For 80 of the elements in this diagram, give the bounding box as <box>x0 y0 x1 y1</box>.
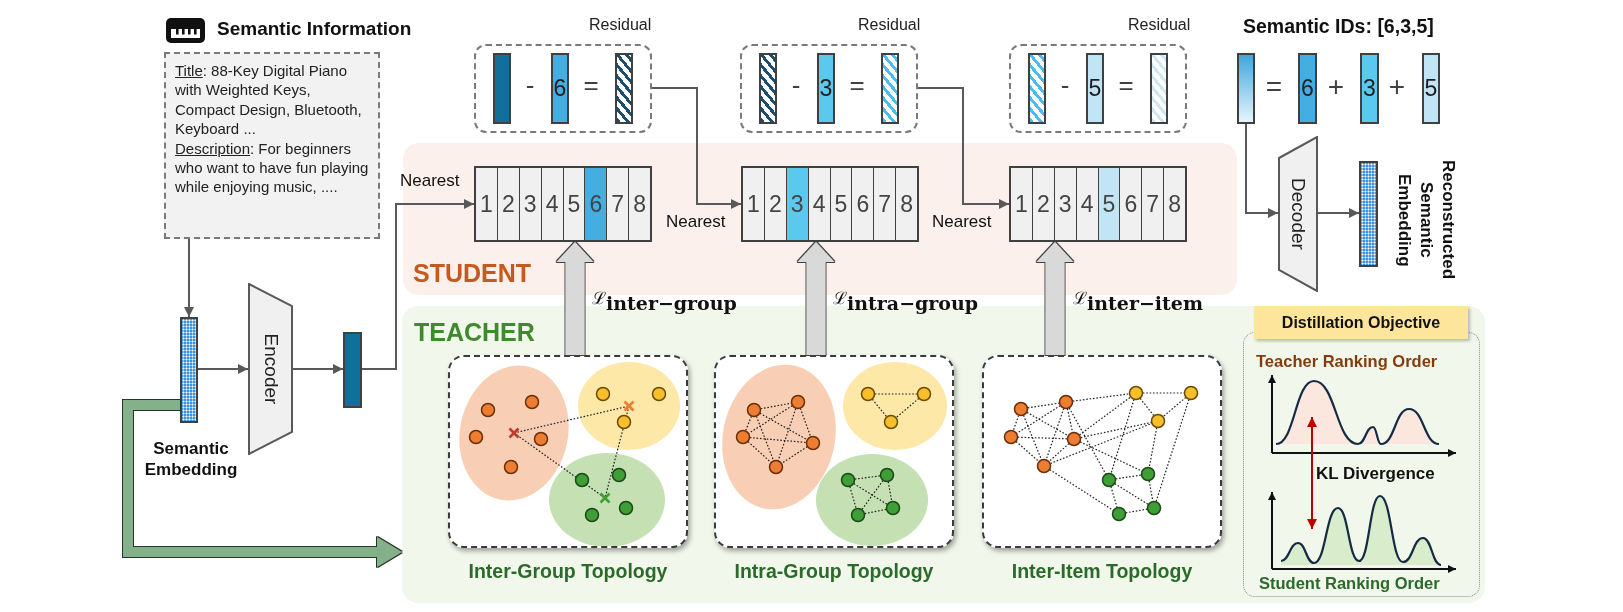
arrow <box>1317 208 1360 218</box>
arrow <box>184 238 194 318</box>
block-arrow <box>797 242 835 355</box>
codebook-entry: 7 <box>606 168 629 240</box>
codeword-bar: 5 <box>1422 53 1440 124</box>
codebook <box>474 166 652 242</box>
paragraph-text: Title: 88-Key Digital Piano with Weighted Keys, Compact Design, Bluetooth, Keyboard ... <box>175 61 363 139</box>
quantized-vector-bar <box>1237 53 1255 124</box>
caption-text: Semantic Embedding <box>143 438 239 480</box>
arrow <box>651 87 742 209</box>
box-heading: Residual <box>1128 16 1191 34</box>
codebook-entry: 3 <box>1053 168 1076 240</box>
arrow <box>292 364 344 374</box>
codebook-entry: 6 <box>851 168 874 240</box>
codebook-entry: 4 <box>807 168 830 240</box>
operator-symbol: - <box>524 70 536 100</box>
codebook-entry: 2 <box>496 168 519 240</box>
codeword-bar: 5 <box>1086 53 1104 124</box>
codebook-entry: 6 <box>1119 168 1142 240</box>
latent-vector-bar <box>343 332 362 408</box>
codebook-entry: 3 <box>785 168 808 240</box>
codebook-entry: 5 <box>1097 168 1120 240</box>
divergence-label: KL Divergence <box>1316 464 1435 484</box>
box-heading: Residual <box>858 16 921 34</box>
operator-symbol: = <box>1264 71 1284 103</box>
caption-text: Reconstructed Semantic Embedding <box>1394 159 1459 282</box>
plot-title: Teacher Ranking Order <box>1256 352 1438 371</box>
codeword-bar: 6 <box>1298 53 1317 124</box>
codebook-entry: 8 <box>1163 168 1185 240</box>
codebook <box>741 166 919 242</box>
section-title: TEACHER <box>414 318 535 347</box>
arrow <box>1245 123 1279 218</box>
codebook-entry: 3 <box>518 168 541 240</box>
codebook-entry: 1 <box>479 189 494 219</box>
block-arrow <box>556 242 594 355</box>
codebook-entry: 2 <box>1031 168 1054 240</box>
arrow <box>361 199 475 370</box>
operator-symbol: - <box>1059 70 1071 100</box>
edge-label: Nearest <box>932 212 992 232</box>
section-title: STUDENT <box>413 259 532 288</box>
module-label: Decoder <box>1287 178 1309 250</box>
codebook-entry: 6 <box>584 168 607 240</box>
codebook-entry: 4 <box>540 168 563 240</box>
codeword-bar: 3 <box>1360 53 1379 124</box>
heading-text: Semantic IDs: [6,3,5] <box>1243 15 1434 38</box>
operator-symbol: = <box>582 70 600 100</box>
codebook-entry: 2 <box>763 168 786 240</box>
encoder-trapezoid <box>248 283 293 455</box>
operator-symbol: = <box>848 70 866 100</box>
operator-symbol: = <box>1117 70 1135 100</box>
codebook <box>1009 166 1187 242</box>
edge-label: Nearest <box>666 212 726 232</box>
operator-symbol: + <box>1387 71 1407 103</box>
block-arrow <box>1036 242 1074 355</box>
module-label: Encoder <box>259 333 282 405</box>
panel-title: Intra-Group Topology <box>734 560 934 583</box>
codebook-entry: 5 <box>829 168 852 240</box>
decoder-trapezoid <box>1278 136 1318 292</box>
codeword-bar: 6 <box>551 53 569 124</box>
codebook-entry: 1 <box>746 189 761 219</box>
block-arrow <box>123 400 402 567</box>
codebook-entry: 7 <box>1141 168 1164 240</box>
codebook-entry: 4 <box>1075 168 1098 240</box>
section-heading: Semantic Information <box>217 18 412 40</box>
title-tag: Distillation Objective <box>1254 306 1468 339</box>
paragraph-text: Description: For beginners who want to have fun playing while enjoying music, .... <box>175 138 370 197</box>
box-heading: Residual <box>589 16 652 34</box>
codebook-entry: 7 <box>873 168 896 240</box>
codebook-entry: 8 <box>628 168 650 240</box>
codebook-entry: 8 <box>895 168 917 240</box>
panel-title: Inter-Item Topology <box>1011 560 1193 583</box>
codeword-bar: 3 <box>817 53 835 124</box>
panel-title: Inter-Group Topology <box>468 560 668 583</box>
arrow <box>917 87 1010 209</box>
arrow <box>197 364 249 374</box>
codebook-entry: 1 <box>1014 189 1029 219</box>
edge-label: Nearest <box>400 171 460 191</box>
plot-title: Student Ranking Order <box>1259 574 1440 593</box>
operator-symbol: + <box>1326 71 1346 103</box>
operator-symbol: - <box>790 70 802 100</box>
